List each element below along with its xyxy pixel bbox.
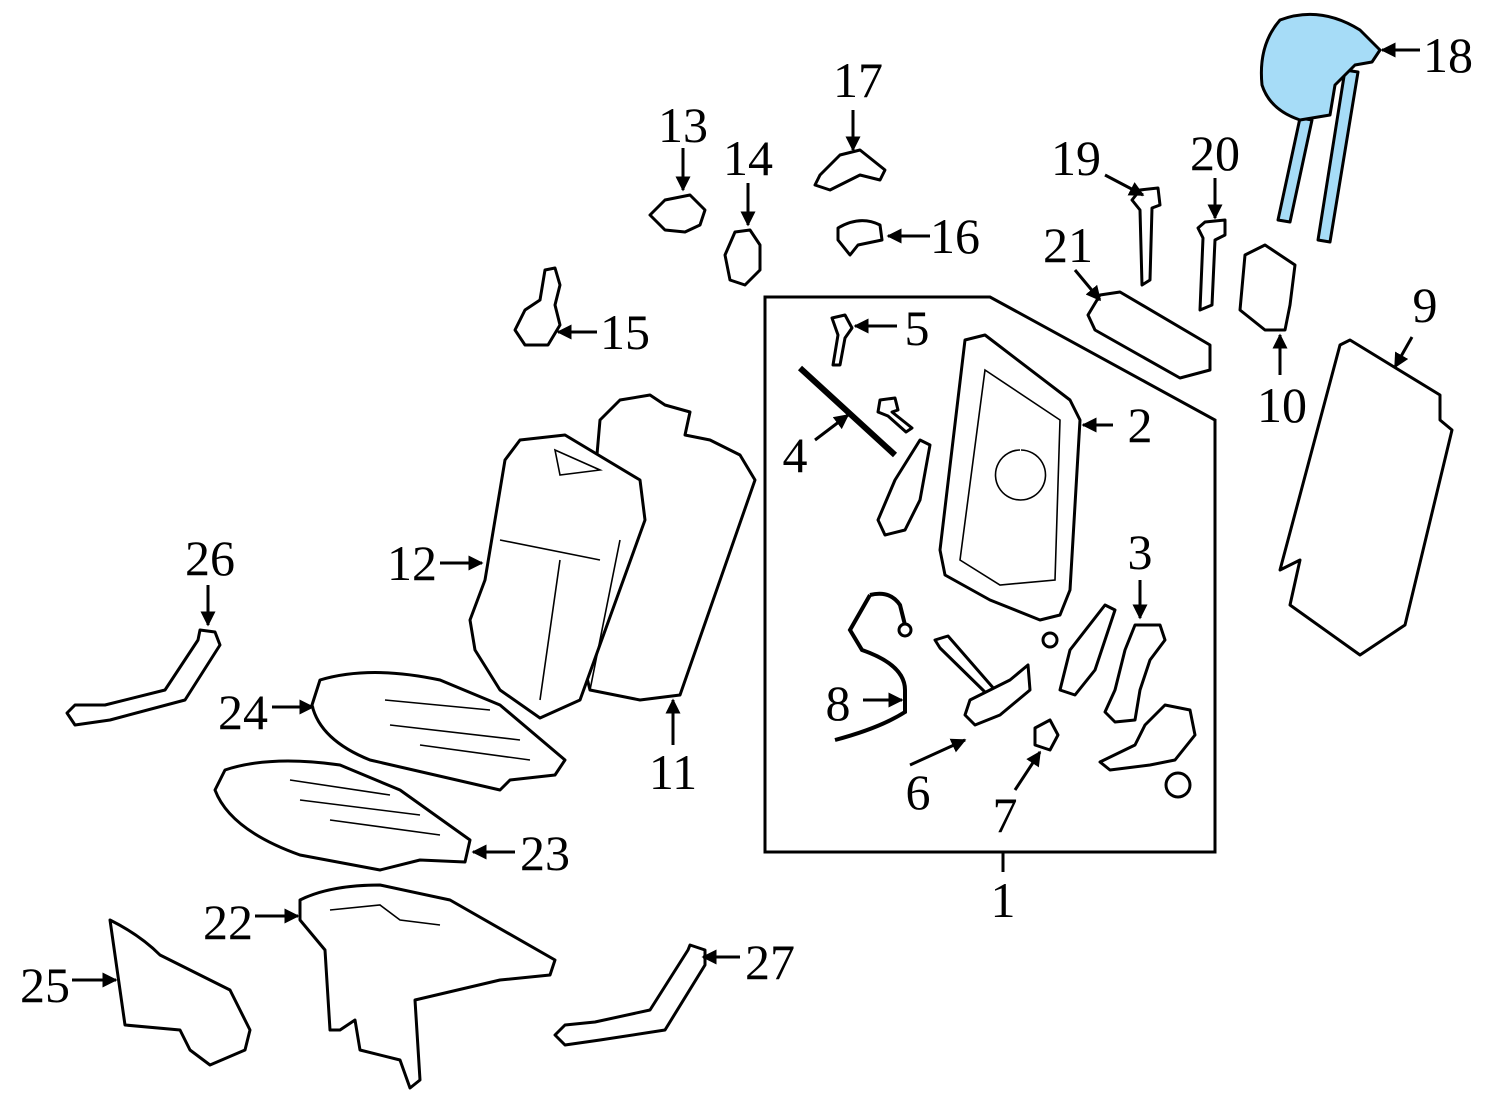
callout-8: 8 [826, 675, 851, 731]
callout-9: 9 [1413, 277, 1438, 333]
callout-15: 15 [600, 304, 650, 360]
callout-13: 13 [658, 97, 708, 153]
part-10-bezel[interactable] [1238, 243, 1297, 332]
part-14-clip[interactable] [723, 228, 762, 287]
part-16-cap[interactable] [836, 219, 884, 257]
part-25-side-cover[interactable] [108, 918, 252, 1067]
callout-11: 11 [649, 744, 697, 800]
callout-20: 20 [1190, 125, 1240, 181]
callout-26: 26 [185, 530, 235, 586]
part-4-rod[interactable] [797, 365, 898, 458]
part-22-cushion-frame[interactable] [298, 883, 557, 1090]
callout-6: 6 [906, 764, 931, 820]
part-7-clip[interactable] [1033, 718, 1060, 752]
callout-1: 1 [991, 872, 1016, 928]
callout-arrows [72, 42, 1420, 988]
part-17-cover[interactable] [813, 148, 887, 192]
part-9-back-panel[interactable] [1278, 338, 1454, 657]
part-6-motor[interactable] [963, 663, 1032, 727]
part-19-guide[interactable] [1130, 186, 1162, 287]
callout-18: 18 [1423, 27, 1473, 83]
callout-16: 16 [930, 208, 980, 264]
callout-4: 4 [783, 427, 808, 483]
bolt-long [933, 634, 997, 697]
callout-19: 19 [1051, 130, 1101, 186]
callout-10: 10 [1257, 377, 1307, 433]
part-26-trim[interactable] [65, 628, 222, 727]
callout-3: 3 [1128, 524, 1153, 580]
part-21-bracket[interactable] [1086, 290, 1212, 380]
callout-27: 27 [745, 934, 795, 990]
part-13-clip[interactable] [648, 193, 707, 234]
screw [897, 622, 913, 638]
callout-23: 23 [520, 825, 570, 881]
callout-25: 25 [20, 957, 70, 1013]
callout-2: 2 [1128, 397, 1153, 453]
part-3b-recliner-plate[interactable] [1058, 603, 1117, 697]
callout-14: 14 [723, 130, 773, 186]
part-27-trim[interactable] [553, 943, 707, 1047]
screw [1041, 631, 1059, 649]
seat-frame-assembly-box [763, 295, 1217, 854]
callout-17: 17 [833, 52, 883, 108]
callout-7: 7 [993, 787, 1018, 843]
part-8-wire-harness[interactable] [834, 591, 907, 742]
callout-12: 12 [387, 535, 437, 591]
callout-24: 24 [218, 684, 268, 740]
callout-21: 21 [1043, 217, 1093, 273]
part-15-bracket[interactable] [513, 266, 562, 347]
part-5-bolt[interactable] [830, 313, 854, 367]
bolt [876, 396, 914, 434]
callout-22: 22 [203, 894, 253, 950]
part-20-guide[interactable] [1196, 218, 1227, 312]
part-3-recliner[interactable] [1103, 623, 1167, 724]
part-3c-bracket[interactable] [1098, 703, 1197, 772]
callout-5: 5 [905, 300, 930, 356]
part-23-cushion-pad[interactable] [213, 759, 472, 872]
part-2-seatback-frame[interactable] [938, 333, 1082, 622]
hinge-plate [876, 438, 932, 537]
nut [1164, 771, 1192, 799]
part-18-headrest[interactable] [1259, 12, 1382, 244]
